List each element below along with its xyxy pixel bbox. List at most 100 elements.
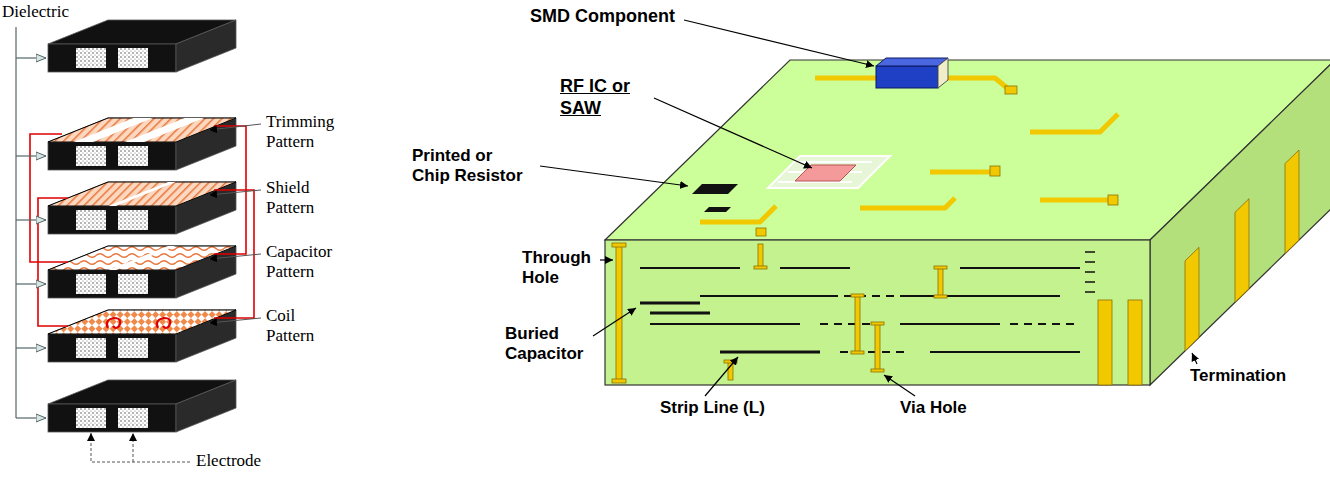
via-holes [871, 369, 884, 372]
via-holes [855, 296, 860, 352]
termination [1098, 300, 1112, 385]
dielectric-layer [48, 182, 236, 234]
buried-capacitor [640, 303, 710, 313]
via-holes [612, 243, 626, 247]
pattern-leaders [209, 190, 261, 195]
layer-lines [640, 268, 1080, 352]
trimming-pattern [125, 118, 204, 142]
ltcc-module [540, 20, 1330, 396]
via-holes [612, 243, 947, 383]
pattern-label: Shield Pattern [266, 178, 340, 219]
coil-pattern [157, 318, 170, 328]
pattern-leaders [209, 124, 261, 130]
resistor-symbol [692, 184, 738, 212]
coil-pattern [48, 310, 236, 334]
termination [1098, 150, 1299, 385]
dielectric-arrows [16, 57, 46, 58]
dielectric-arrows [16, 283, 46, 284]
module-front-face [605, 240, 1150, 385]
top-traces [1040, 198, 1110, 203]
rf-ic [768, 156, 890, 188]
via-holes [851, 351, 864, 354]
top-traces [930, 170, 995, 175]
capacitor-pattern [108, 246, 176, 270]
top-traces [700, 206, 776, 222]
module-leaders [654, 98, 812, 168]
dielectric-arrows [16, 347, 46, 348]
capacitor-pattern [48, 246, 236, 270]
top-pads [756, 86, 1118, 236]
smd-component [876, 58, 948, 88]
part-label: SMD Component [530, 6, 675, 28]
dielectric-layer [48, 118, 236, 170]
dielectric-arrows [16, 155, 46, 156]
coil-pattern [48, 310, 236, 334]
top-traces [940, 78, 1012, 92]
layer-lines [820, 296, 1080, 352]
layer-lines [640, 267, 1080, 269]
termination [1285, 150, 1299, 254]
top-traces [1030, 114, 1118, 132]
module-leaders [684, 20, 874, 66]
dielectric-layer [48, 380, 236, 432]
rf-ic [795, 165, 856, 181]
part-label: Printed or Chip Resistor [412, 146, 527, 187]
part-label: Via Hole [900, 398, 967, 418]
via-holes [758, 244, 763, 268]
electrode-leaders [133, 433, 134, 462]
via-holes [754, 266, 767, 269]
termination [1235, 199, 1249, 303]
trimming-pattern [48, 118, 236, 142]
red-interconnect [30, 126, 254, 326]
layer-label: Dielectric [2, 2, 69, 22]
via-holes [934, 295, 947, 298]
pattern-leaders [209, 124, 261, 323]
resistor-symbol [704, 207, 731, 212]
pattern-leaders [209, 254, 261, 259]
top-traces [700, 78, 1118, 222]
pattern-label: Capacitor Pattern [266, 242, 340, 283]
top-traces [815, 76, 876, 81]
red-interconnect [214, 190, 254, 318]
smd-component [876, 58, 948, 66]
termination [1185, 247, 1199, 351]
module-leaders [540, 166, 688, 186]
dielectric-arrows [16, 417, 46, 418]
module-leaders [705, 357, 738, 396]
part-label: Electrode [196, 451, 261, 471]
via-holes [871, 322, 884, 325]
capacitor-pattern [48, 246, 236, 270]
resistor-symbol [692, 184, 738, 194]
edge-ladder [1085, 252, 1095, 292]
dielectric-arrows [16, 219, 46, 220]
top-pads [756, 228, 766, 236]
rf-ic [778, 162, 872, 182]
trimming-pattern [48, 118, 236, 142]
shield-pattern [48, 182, 236, 206]
part-label: Buried Capacitor [505, 324, 595, 365]
top-pads [990, 166, 1000, 176]
dielectric-layer [48, 310, 236, 362]
buried-capacitor [640, 302, 700, 305]
top-pads [1108, 195, 1118, 205]
module-leaders [593, 308, 636, 336]
pattern-leaders [209, 318, 261, 323]
via-holes [875, 324, 880, 370]
module-leaders [1192, 353, 1197, 364]
strip-line [720, 351, 820, 354]
pattern-label: Trimming Pattern [266, 112, 340, 153]
coil-pattern [107, 318, 120, 328]
layer-lines [930, 351, 1080, 353]
smd-component [938, 58, 948, 88]
pattern-label: Coil Pattern [266, 306, 340, 347]
rf-ic [768, 156, 890, 188]
via-holes [612, 379, 626, 383]
dielectric-arrows [15, 27, 16, 418]
dielectric-layer [48, 246, 236, 298]
module-leaders [884, 375, 915, 396]
red-interconnect [38, 198, 68, 326]
top-traces [860, 198, 955, 208]
electrode-leaders [91, 433, 190, 462]
part-label: Strip Line (L) [660, 398, 765, 418]
